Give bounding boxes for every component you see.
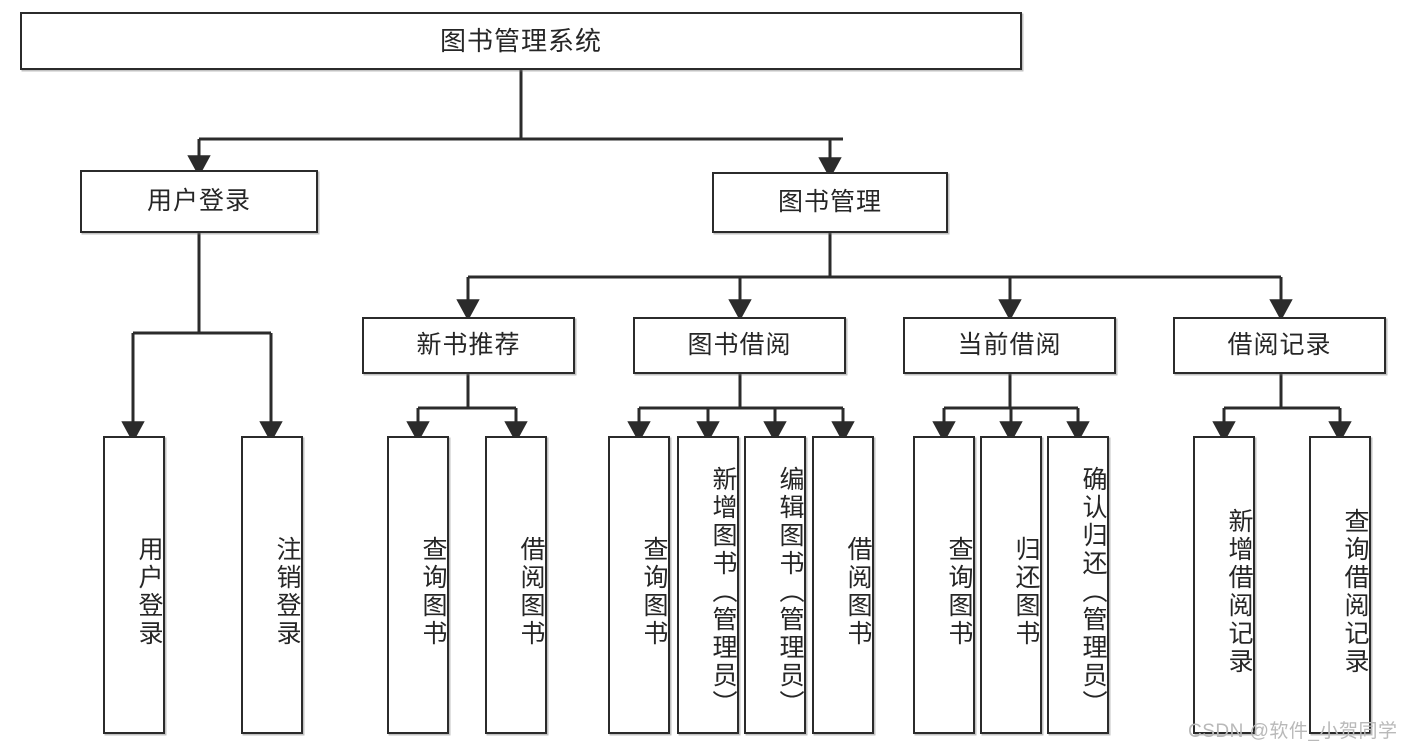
leaf-record-query-borrow-record[interactable]: 查询借阅记录 bbox=[1309, 436, 1371, 734]
leaf-recommend-query-book[interactable]: 查询图书 bbox=[387, 436, 449, 734]
node-label: 当前借阅 bbox=[957, 330, 1062, 359]
leaf-current-confirm-return-admin[interactable]: 确认归还（管理员） bbox=[1047, 436, 1109, 734]
leaf-record-add-borrow-record[interactable]: 新增借阅记录 bbox=[1193, 436, 1255, 734]
leaf-user-logout[interactable]: 注销登录 bbox=[241, 436, 303, 734]
node-label: 借阅图书 bbox=[844, 536, 872, 648]
leaf-borrow-borrow-book[interactable]: 借阅图书 bbox=[812, 436, 874, 734]
node-label: 查询借阅记录 bbox=[1341, 508, 1369, 676]
node-label: 新增图书（管理员） bbox=[709, 466, 737, 718]
node-user-login[interactable]: 用户登录 bbox=[80, 170, 318, 233]
node-label: 图书管理 bbox=[777, 187, 882, 216]
leaf-recommend-borrow-book[interactable]: 借阅图书 bbox=[485, 436, 547, 734]
node-label: 借阅图书 bbox=[517, 536, 545, 648]
node-borrow-record[interactable]: 借阅记录 bbox=[1173, 317, 1386, 374]
node-label: 借阅记录 bbox=[1227, 330, 1332, 359]
node-label: 用户登录 bbox=[146, 186, 251, 215]
leaf-borrow-add-book-admin[interactable]: 新增图书（管理员） bbox=[677, 436, 739, 734]
leaf-borrow-query-book[interactable]: 查询图书 bbox=[608, 436, 670, 734]
node-label: 注销登录 bbox=[273, 536, 301, 648]
leaf-current-return-book[interactable]: 归还图书 bbox=[980, 436, 1042, 734]
node-label: 归还图书 bbox=[1012, 536, 1040, 648]
node-label: 查询图书 bbox=[640, 536, 668, 648]
node-label: 查询图书 bbox=[419, 536, 447, 648]
node-book-management[interactable]: 图书管理 bbox=[712, 172, 948, 233]
node-root-book-management-system[interactable]: 图书管理系统 bbox=[20, 12, 1022, 70]
node-current-borrow[interactable]: 当前借阅 bbox=[903, 317, 1116, 374]
leaf-borrow-edit-book-admin[interactable]: 编辑图书（管理员） bbox=[744, 436, 806, 734]
node-label: 图书管理系统 bbox=[439, 25, 602, 56]
node-label: 查询图书 bbox=[945, 536, 973, 648]
node-label: 图书借阅 bbox=[687, 330, 792, 359]
leaf-current-query-book[interactable]: 查询图书 bbox=[913, 436, 975, 734]
leaf-user-login[interactable]: 用户登录 bbox=[103, 436, 165, 734]
node-book-borrow[interactable]: 图书借阅 bbox=[633, 317, 846, 374]
node-new-book-recommend[interactable]: 新书推荐 bbox=[362, 317, 575, 374]
node-label: 用户登录 bbox=[135, 536, 163, 648]
node-label: 新增借阅记录 bbox=[1225, 508, 1253, 676]
node-label: 编辑图书（管理员） bbox=[776, 466, 804, 718]
node-label: 确认归还（管理员） bbox=[1079, 466, 1107, 718]
node-label: 新书推荐 bbox=[416, 330, 521, 359]
watermark-text: CSDN @软件_小贺同学 bbox=[1188, 721, 1398, 742]
